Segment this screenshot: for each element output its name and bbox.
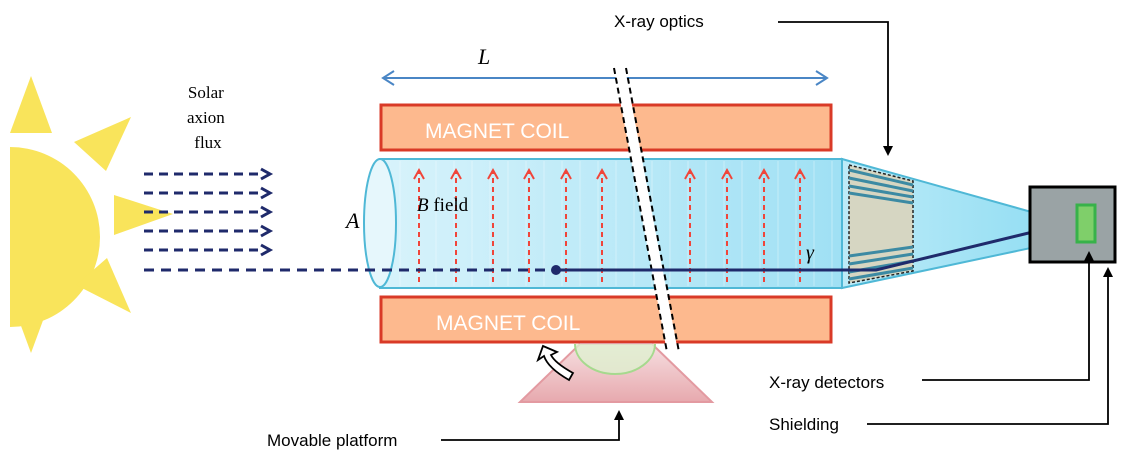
- sun-ray: [10, 296, 52, 353]
- coil-body: [379, 103, 833, 152]
- callouts: X-ray optics X-ray detectors Shielding M…: [267, 12, 1113, 450]
- solar-flux-label: Solar axion flux: [187, 83, 229, 152]
- sun-ray: [74, 117, 131, 171]
- sun-ray: [114, 195, 173, 235]
- movable-platform: [517, 343, 715, 403]
- coil-body: [379, 295, 833, 344]
- scale-break: [613, 67, 680, 353]
- sun-disc: [10, 147, 100, 327]
- b-field-arrow: [758, 167, 770, 282]
- b-field-arrow: [721, 167, 733, 282]
- break-line-left: [613, 67, 668, 353]
- b-field-arrow: [560, 167, 572, 282]
- length-arrow-right-head: [815, 70, 829, 86]
- optics-mirror-shells-top: [848, 168, 914, 205]
- pivot-joint: [574, 343, 656, 375]
- b-field-arrow: [794, 167, 806, 282]
- rotation-arrow-icon: [536, 344, 575, 382]
- photon-path: [556, 220, 1075, 272]
- shielding-leader: [867, 267, 1113, 425]
- solar-flux-line-3: flux: [194, 133, 222, 152]
- magnet-coil-bottom: MAGNET COIL: [379, 295, 833, 344]
- b-field-label: B field: [417, 195, 469, 216]
- xray-optics: [841, 157, 1079, 290]
- movable-platform-leader: [441, 410, 624, 441]
- b-field-arrow: [684, 167, 696, 282]
- b-field-arrow: [413, 167, 425, 282]
- magnet-coil-top: MAGNET COIL: [379, 103, 833, 152]
- xray-detectors-label: X-ray detectors: [769, 373, 884, 392]
- detector-assembly: [1028, 185, 1117, 264]
- xray-detector: [1075, 203, 1097, 244]
- xray-optics-label: X-ray optics: [614, 12, 704, 31]
- flux-arrows: [144, 167, 274, 257]
- b-field-arrow: [596, 167, 608, 282]
- bore-aperture: [363, 158, 397, 288]
- solar-flux-line-2: axion: [187, 108, 225, 127]
- length-dimension: L: [381, 44, 829, 86]
- flux-arrow: [144, 224, 274, 238]
- shielding-box: [1028, 185, 1117, 264]
- photon-label: γ: [806, 242, 815, 264]
- b-field-arrows: [413, 167, 806, 282]
- sun-ray: [76, 258, 131, 313]
- xray-optics-leader: [778, 21, 893, 156]
- length-label: L: [477, 44, 490, 69]
- sun-icon: [10, 76, 173, 353]
- b-field-arrow: [523, 167, 535, 282]
- bore-shading: [399, 161, 833, 286]
- solar-flux-line-1: Solar: [188, 83, 224, 102]
- break-line-right: [625, 67, 680, 353]
- magnet-coil-top-label: MAGNET COIL: [425, 120, 569, 143]
- b-field-word: field: [429, 195, 469, 216]
- xray-detectors-leader: [922, 251, 1094, 381]
- sun-ray: [10, 76, 52, 133]
- magnet-coil-bottom-label: MAGNET COIL: [436, 312, 580, 335]
- flux-arrow: [144, 243, 274, 257]
- movable-platform-label: Movable platform: [267, 431, 397, 450]
- break-gap: [614, 68, 678, 352]
- shielding-label: Shielding: [769, 415, 839, 434]
- b-field-symbol: B: [417, 195, 429, 216]
- flux-arrow: [144, 167, 274, 181]
- flux-arrow: [144, 186, 274, 200]
- length-arrow-left-head: [381, 70, 395, 86]
- b-field-arrow: [487, 167, 499, 282]
- b-field-arrow: [450, 167, 462, 282]
- area-label: A: [344, 208, 360, 233]
- flux-arrow: [144, 205, 274, 219]
